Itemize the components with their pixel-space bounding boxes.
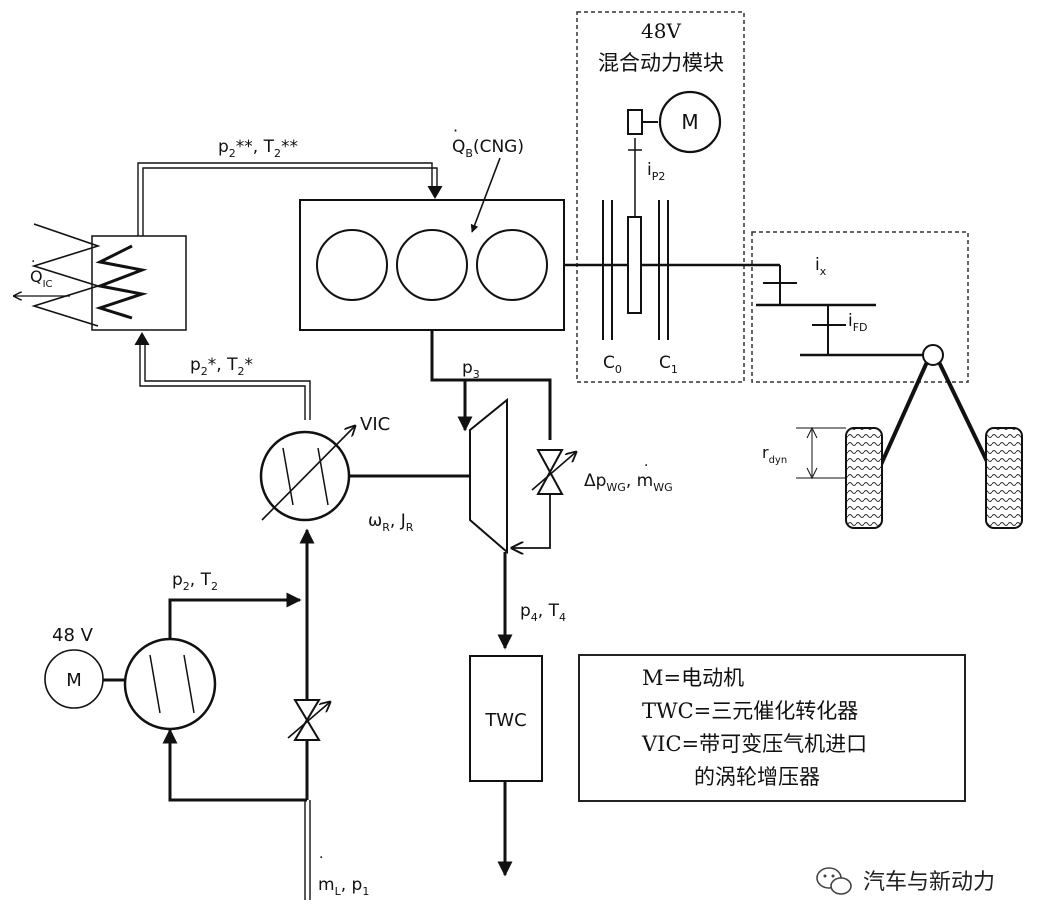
svg-text:p2**, T2**: p2**, T2** — [218, 137, 298, 160]
dynamic-radius: rdyn — [762, 426, 846, 480]
three-way-catalyst: TWC — [469, 655, 543, 877]
svg-text:M: M — [66, 670, 82, 691]
intercooler: QIC · — [14, 223, 187, 331]
final-drive-box — [751, 231, 969, 383]
svg-text:ix: ix — [815, 255, 827, 278]
svg-text:iFD: iFD — [848, 311, 868, 334]
svg-text:p2*, T2*: p2*, T2* — [190, 355, 253, 378]
drive-axle — [845, 361, 1023, 529]
engine-block — [299, 199, 565, 331]
svg-text:·: · — [31, 254, 35, 270]
clutch-c0: C0 — [602, 200, 622, 376]
fuel-heat-label: QB(CNG) · — [452, 121, 524, 233]
svg-text:rdyn: rdyn — [762, 443, 787, 466]
svg-text:p4, T4: p4, T4 — [520, 601, 566, 624]
legend-vic: VIC=带可变压气机进口 — [642, 732, 868, 756]
e-motor-48v: M 48 V — [44, 625, 104, 709]
svg-text:48 V: 48 V — [52, 625, 94, 646]
svg-text:VIC: VIC — [360, 414, 390, 435]
svg-text:QB(CNG): QB(CNG) — [452, 137, 524, 160]
svg-text:p2, T2: p2, T2 — [172, 570, 218, 593]
svg-text:M: M — [681, 110, 698, 134]
svg-text:·: · — [453, 121, 458, 140]
intake-pipe: mL, p1 · — [304, 800, 369, 900]
hybrid-module-voltage: 48V — [641, 19, 681, 43]
legend-motor: M=电动机 — [642, 666, 745, 690]
cylinder-3 — [476, 229, 548, 301]
hybrid-module-box: 48V 混合动力模块 — [576, 11, 745, 383]
svg-text:·: · — [319, 850, 323, 866]
e-compressor — [102, 637, 217, 731]
cylinder-2 — [396, 229, 468, 301]
legend-vic-cont: 的涡轮增压器 — [694, 765, 820, 789]
svg-text:mL, p1: mL, p1 — [318, 875, 369, 898]
p2-gear — [627, 216, 642, 314]
svg-text:C0: C0 — [603, 353, 622, 376]
turbine — [469, 397, 508, 555]
right-wheel — [985, 427, 1023, 529]
watermark-text: 汽车与新动力 — [863, 870, 996, 895]
svg-text:·: · — [644, 458, 648, 474]
watermark: 汽车与新动力 — [815, 862, 1025, 898]
charge-air-pipe: p2**, T2** — [137, 137, 443, 236]
left-wheel — [845, 427, 883, 529]
svg-text:C1: C1 — [659, 353, 678, 376]
svg-text:TWC: TWC — [484, 710, 526, 731]
clutch-c1: C1 — [658, 200, 678, 376]
p2-motor: M iP2 — [627, 90, 722, 217]
exhaust-pipe: p4, T4 — [497, 552, 566, 650]
wechat-icon — [816, 867, 852, 895]
vic-to-ic-pipe: p2*, T2* — [134, 332, 311, 420]
cylinder-1 — [316, 229, 388, 301]
legend-box: M=电动机 TWC=三元催化转化器 VIC=带可变压气机进口 的涡轮增压器 — [578, 654, 966, 802]
bypass-line: p2, T2 — [162, 528, 330, 802]
legend-twc: TWC=三元催化转化器 — [642, 699, 859, 723]
svg-text:p3: p3 — [462, 358, 480, 381]
wastegate-valve: ΔpWG, mWG · — [512, 449, 673, 548]
hybrid-module-title: 混合动力模块 — [598, 51, 724, 75]
svg-text:iP2: iP2 — [647, 160, 665, 183]
final-drive: ix iFD — [756, 255, 944, 366]
exhaust-manifold: p3 — [430, 330, 552, 440]
svg-text:QIC: QIC — [30, 267, 53, 290]
vic-compressor: VIC — [259, 414, 390, 522]
shaft-label: ωR, JR — [368, 511, 414, 534]
svg-text:ΔpWG, mWG: ΔpWG, mWG — [584, 471, 673, 494]
